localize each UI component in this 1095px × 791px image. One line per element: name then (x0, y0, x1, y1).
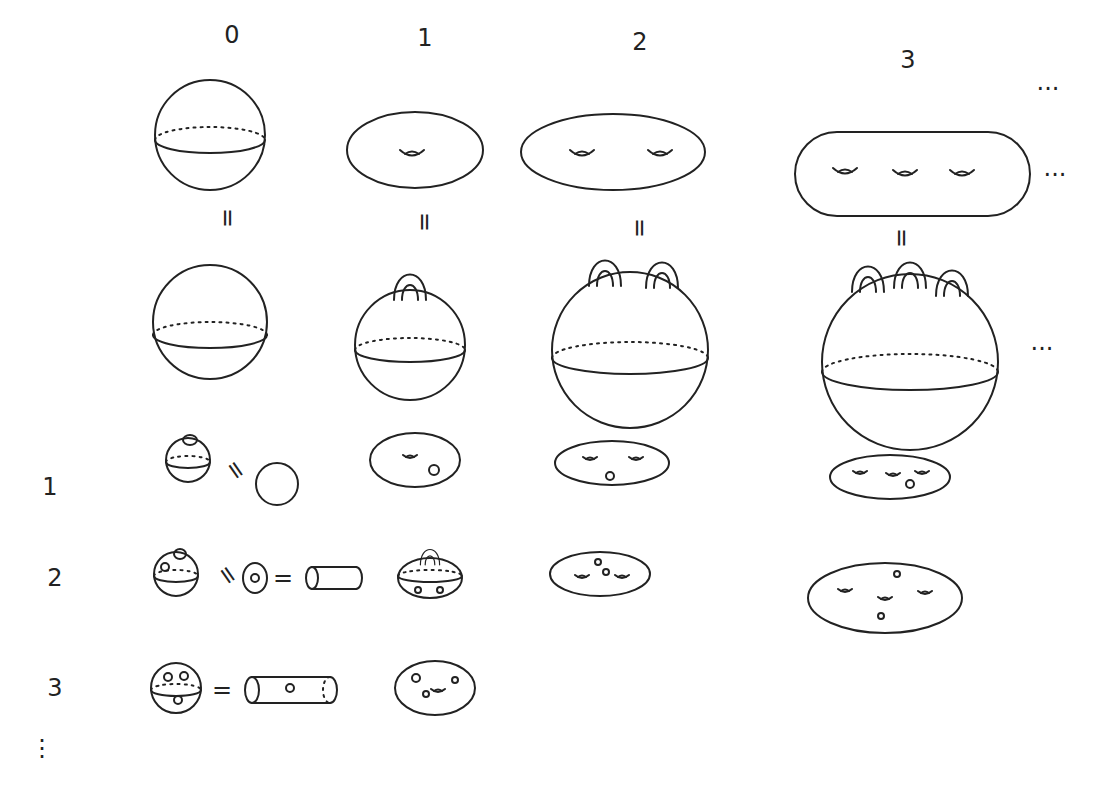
genus-two-with-boundary (555, 441, 669, 485)
column-number: 0 (224, 23, 239, 47)
equals-sign: = (273, 566, 293, 590)
row-number: 1 (42, 475, 57, 499)
equals-sign: = (216, 208, 240, 228)
ellipsis: ... (1044, 156, 1067, 180)
equals-sign: = (890, 228, 914, 248)
torus (347, 112, 483, 188)
column-number: 2 (632, 30, 647, 54)
torus-with-three-boundaries (395, 661, 475, 715)
annulus (243, 563, 267, 593)
genus-three-with-boundary (830, 455, 950, 499)
torus-with-boundary (370, 433, 460, 487)
sphere-with-three-handles (822, 263, 998, 451)
equals-sign: = (628, 218, 652, 238)
cylinder (306, 567, 362, 589)
ellipsis: ⋮ (30, 736, 54, 760)
row-number: 3 (47, 676, 62, 700)
ellipsis: ... (1037, 70, 1060, 94)
equals-sign: = (413, 212, 437, 232)
genus-two-with-two-boundaries (550, 552, 650, 596)
sphere-with-three-boundaries (151, 663, 201, 713)
torus-with-two-boundaries (398, 550, 462, 599)
equals-sign: = (212, 678, 232, 702)
sphere (153, 265, 267, 379)
sphere-with-two-boundaries (154, 549, 198, 596)
disk (256, 463, 298, 505)
sphere-with-two-handles (552, 261, 708, 429)
column-number: 3 (900, 48, 915, 72)
sphere (155, 80, 265, 190)
genus-three-with-two-boundaries (808, 563, 962, 633)
equals-sign: = (220, 455, 251, 485)
sphere-with-boundary (166, 435, 210, 482)
cylinder-with-hole (245, 677, 337, 703)
column-number: 1 (417, 26, 432, 50)
sphere-with-handle (355, 275, 465, 401)
genus-two-surface (521, 114, 705, 190)
equals-sign: = (212, 560, 243, 590)
row-number: 2 (47, 566, 62, 590)
ellipsis: ... (1031, 330, 1054, 354)
genus-three-surface (795, 132, 1030, 216)
